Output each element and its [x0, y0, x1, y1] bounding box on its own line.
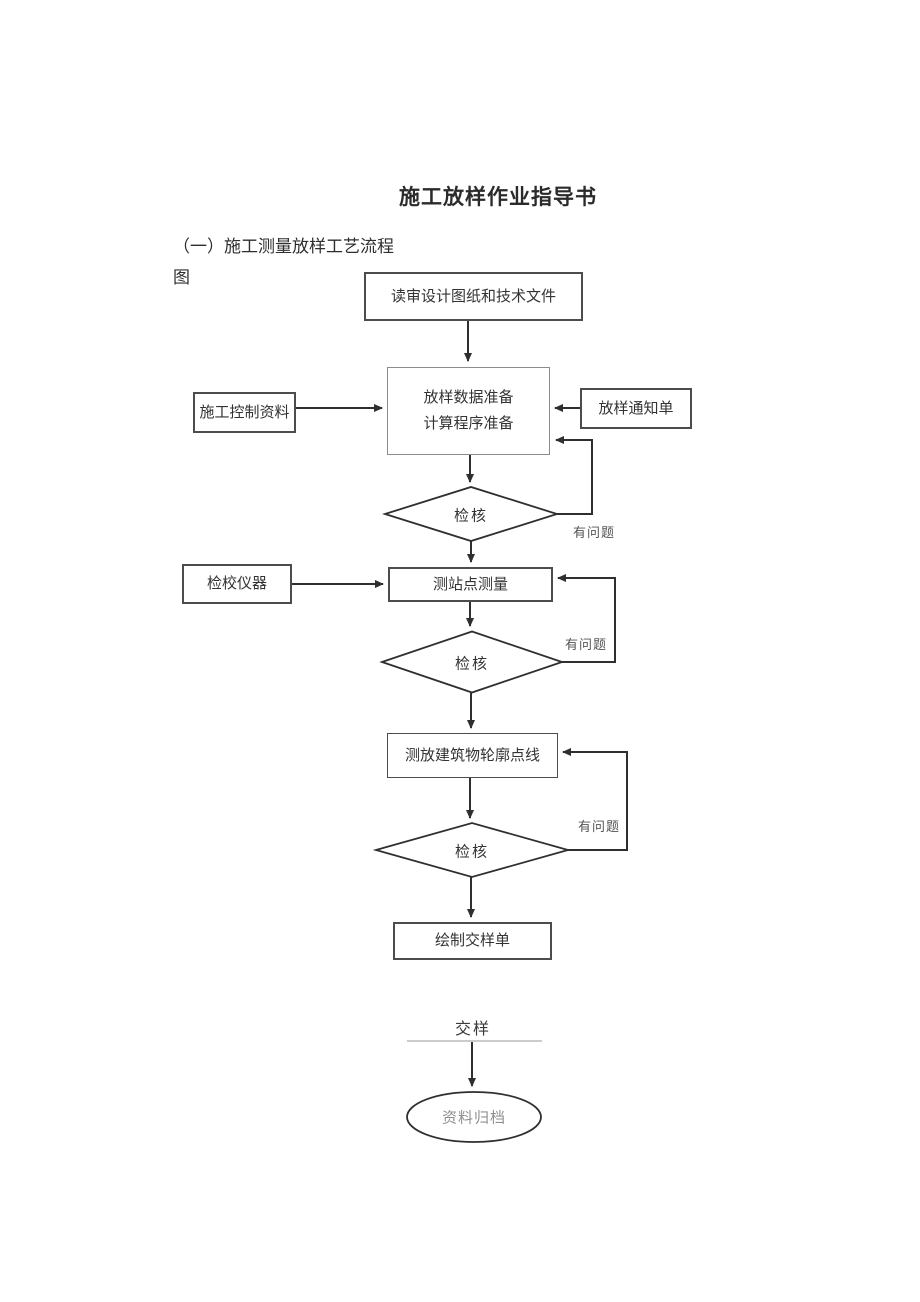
- page-title: 施工放样作业指导书: [399, 186, 597, 209]
- feedback-loop-2: [557, 574, 616, 663]
- section-heading: （一）施工测量放样工艺流程: [173, 237, 394, 256]
- node-building-outline: 测放建筑物轮廓点线: [387, 733, 558, 778]
- decision-diamond-3: [372, 822, 572, 878]
- node-data-preparation: 放样数据准备 计算程序准备: [387, 367, 550, 455]
- decision-diamond-2: [379, 630, 565, 694]
- archive-label: 资料归档: [441, 1109, 507, 1127]
- section-heading-wrap: 图: [173, 268, 190, 287]
- decision-label-check2: 检核: [454, 655, 490, 673]
- handover-label: 交样: [455, 1021, 492, 1038]
- feedback-loop-3: [562, 748, 628, 851]
- node-draw-handover-sheet: 绘制交样单: [393, 922, 552, 960]
- archive-ellipse: [406, 1091, 542, 1143]
- edge-label-problem2: 有问题: [565, 637, 608, 652]
- decision-label-check1: 检核: [453, 507, 489, 525]
- node-layout-notice: 放样通知单: [580, 388, 692, 429]
- node-construction-control-data: 施工控制资料: [193, 392, 296, 433]
- node-read-design: 读审设计图纸和技术文件: [364, 272, 583, 321]
- decision-label-check3: 检核: [454, 843, 490, 861]
- node-station-survey: 测站点测量: [388, 567, 553, 602]
- edge-label-problem1: 有问题: [573, 525, 616, 540]
- node-instrument-check: 检校仪器: [182, 564, 292, 604]
- feedback-loop-1: [555, 436, 593, 515]
- node-data-preparation-line1: 放样数据准备: [423, 389, 514, 406]
- node-data-preparation-line2: 计算程序准备: [423, 415, 514, 432]
- decision-diamond-1: [381, 486, 561, 542]
- edge-label-problem3: 有问题: [578, 819, 621, 834]
